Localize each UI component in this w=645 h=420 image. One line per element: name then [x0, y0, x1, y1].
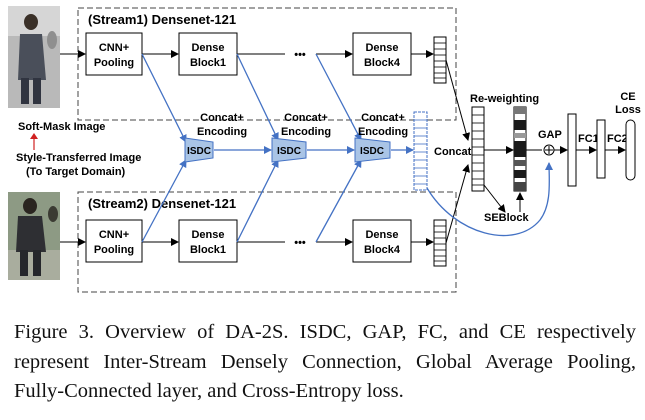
dense-block1-1-line2: Block1: [190, 57, 226, 69]
style-transferred-label-line2: (To Target Domain): [26, 166, 126, 178]
dense-block4-2-line1: Dense: [365, 229, 398, 241]
ce-loss-label-line1: CE: [620, 91, 635, 103]
cnn-pooling-1-line2: Pooling: [94, 57, 134, 69]
cnn-pooling-2-line2: Pooling: [94, 244, 134, 256]
dense-block1-1-line1: Dense: [191, 42, 224, 54]
isdc-label-3: ISDC: [360, 146, 384, 157]
dense-block1-2-line2: Block1: [190, 244, 226, 256]
dense-block1-box-1: [178, 32, 238, 76]
ellipsis-2: •••: [294, 237, 306, 249]
isdc-label-1: ISDC: [187, 146, 211, 157]
stream1-box: [77, 7, 457, 121]
isdc-block-2: [271, 137, 307, 163]
dense-block4-2-line2: Block4: [364, 244, 401, 256]
fc1-layer: [567, 113, 577, 187]
concat-vector: [471, 106, 485, 192]
style-transferred-image: [8, 192, 60, 280]
concat-label: Concat: [434, 146, 472, 158]
fc1-label: FC1: [578, 133, 599, 145]
cnn-pooling-1-line1: CNN+: [99, 42, 129, 54]
figure-caption: Figure 3. Overview of DA-2S. ISDC, GAP, …: [14, 321, 636, 402]
concat-encoding-3-line1: Concat+: [361, 112, 405, 124]
gap-label: GAP: [538, 129, 562, 141]
concat-encoding-3-line2: Encoding: [358, 126, 408, 138]
isdc-feature-vector: [413, 111, 428, 191]
dense-block4-box-1: [352, 32, 412, 76]
isdc-label-2: ISDC: [277, 146, 301, 157]
cnn-pooling-2-line1: CNN+: [99, 229, 129, 241]
soft-mask-image: [8, 6, 60, 108]
concat-encoding-2-line1: Concat+: [284, 112, 328, 124]
fc2-label: FC2: [607, 133, 628, 145]
reweighted-vector: [513, 106, 527, 192]
seblock-path: [483, 184, 506, 213]
fc2-layer: [596, 119, 606, 179]
feature-vector-1: [433, 36, 447, 84]
feature-vector-2: [433, 219, 447, 267]
concat-encoding-2-line2: Encoding: [281, 126, 331, 138]
ce-loss-node: [625, 119, 636, 181]
dense-block4-box-2: [352, 219, 412, 263]
dense-block4-1-line1: Dense: [365, 42, 398, 54]
da2s-architecture-diagram: (Stream1) Densenet-121 (Stream2) Densene…: [8, 6, 641, 293]
isdc-block-1: [184, 137, 214, 163]
skip-connection-curve: [426, 162, 554, 237]
isdc-block-3: [354, 137, 391, 163]
seblock-label: SEBlock: [484, 212, 530, 224]
concat-encoding-1-line2: Encoding: [197, 126, 247, 138]
dense-block4-1-line2: Block4: [364, 57, 401, 69]
concat-encoding-1-line1: Concat+: [200, 112, 244, 124]
soft-mask-label: Soft-Mask Image: [18, 121, 105, 133]
stream1-title: (Stream1) Densenet-121: [88, 12, 236, 27]
ellipsis-1: •••: [294, 49, 306, 61]
style-transferred-label-line1: Style-Transferred Image: [16, 152, 141, 164]
dense-block1-2-line1: Dense: [191, 229, 224, 241]
ce-loss-label-line2: Loss: [615, 104, 641, 116]
reweighting-label: Re-weighting: [470, 93, 539, 105]
